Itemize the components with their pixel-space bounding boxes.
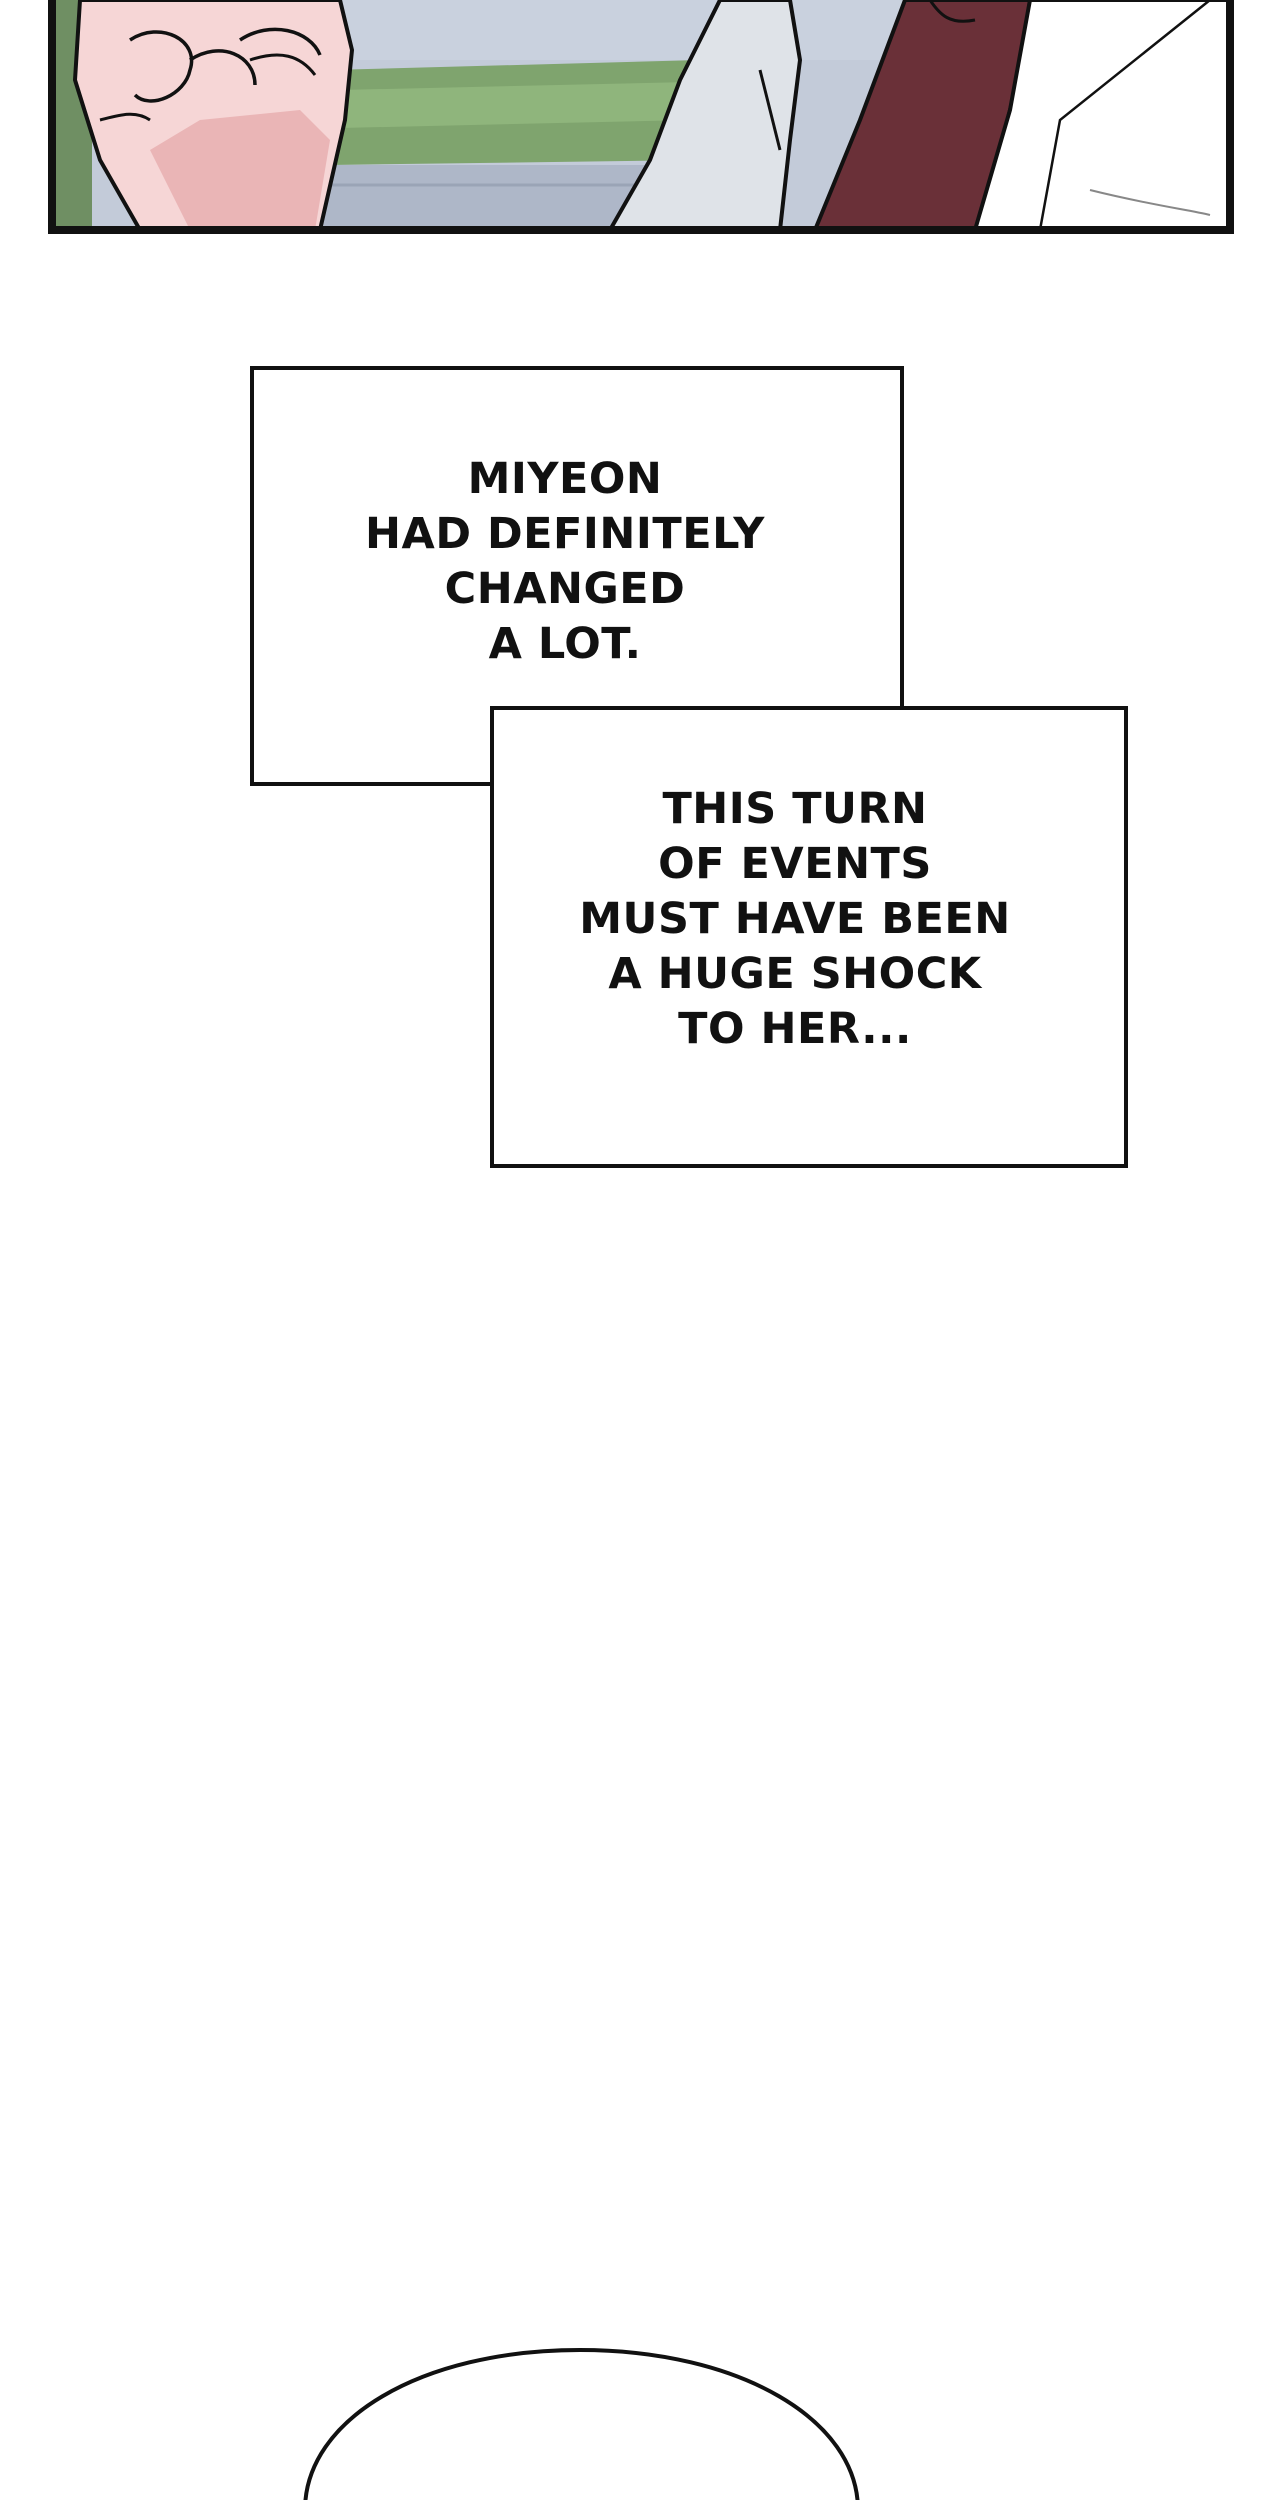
caption-boxes [250, 366, 1128, 1168]
caption-top-text: MIYEON HAD DEFINITELY CHANGED A LOT. [330, 452, 800, 672]
caption-line: CHANGED [444, 564, 686, 614]
caption-line: MUST HAVE BEEN [579, 894, 1011, 944]
caption-box-bottom [490, 706, 1128, 1168]
caption-line: THIS TURN [662, 784, 928, 834]
caption-line: TO HER... [678, 1004, 912, 1054]
caption-line: A HUGE SHOCK [608, 949, 982, 999]
caption-line: OF EVENTS [658, 839, 932, 889]
speech-bubble [303, 2347, 860, 2500]
caption-line: A LOT. [488, 619, 642, 669]
caption-bottom-text: THIS TURN OF EVENTS MUST HAVE BEEN A HUG… [560, 782, 1030, 1057]
caption-line: HAD DEFINITELY [365, 509, 765, 559]
top-panel [48, 0, 1234, 234]
caption-line: MIYEON [467, 454, 663, 504]
